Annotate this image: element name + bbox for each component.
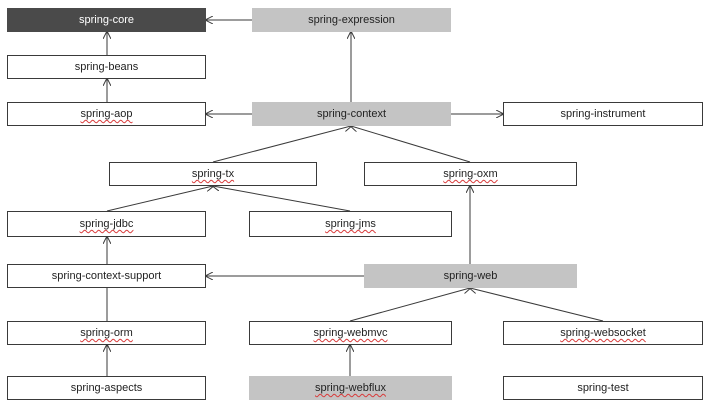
arrow-spring-oxm-to-spring-context	[351, 126, 471, 163]
node-label: spring-core	[78, 14, 135, 26]
node-spring-core[interactable]: spring-core	[7, 8, 206, 32]
node-label: spring-webmvc	[313, 327, 388, 339]
node-spring-oxm[interactable]: spring-oxm	[364, 162, 577, 186]
node-label: spring-instrument	[560, 108, 646, 120]
node-spring-context[interactable]: spring-context	[252, 102, 451, 126]
node-spring-jms[interactable]: spring-jms	[249, 211, 452, 237]
node-spring-instrument[interactable]: spring-instrument	[503, 102, 703, 126]
node-label: spring-web	[443, 270, 498, 282]
node-spring-tx[interactable]: spring-tx	[109, 162, 317, 186]
node-spring-aspects[interactable]: spring-aspects	[7, 376, 206, 400]
node-label: spring-tx	[191, 168, 235, 180]
node-spring-webflux[interactable]: spring-webflux	[249, 376, 452, 400]
node-spring-web[interactable]: spring-web	[364, 264, 577, 288]
node-label: spring-websocket	[560, 327, 646, 339]
node-label: spring-oxm	[443, 168, 498, 180]
arrow-spring-websocket-to-spring-web	[470, 288, 604, 322]
node-label: spring-webflux	[315, 382, 386, 394]
node-label: spring-context-support	[51, 270, 162, 282]
arrow-spring-jdbc-to-spring-tx	[106, 186, 213, 212]
node-spring-orm[interactable]: spring-orm	[7, 321, 206, 345]
node-label: spring-context	[316, 108, 387, 120]
node-label: spring-jms	[325, 218, 376, 230]
node-label: spring-beans	[74, 61, 139, 73]
node-label: spring-jdbc	[79, 218, 134, 230]
node-spring-aop[interactable]: spring-aop	[7, 102, 206, 126]
node-spring-jdbc[interactable]: spring-jdbc	[7, 211, 206, 237]
node-spring-webmvc[interactable]: spring-webmvc	[249, 321, 452, 345]
arrow-spring-jms-to-spring-tx	[213, 186, 351, 212]
node-spring-expression[interactable]: spring-expression	[252, 8, 451, 32]
node-label: spring-aspects	[70, 382, 143, 394]
node-spring-test[interactable]: spring-test	[503, 376, 703, 400]
arrow-spring-webmvc-to-spring-web	[349, 288, 470, 322]
node-label: spring-test	[577, 382, 629, 394]
node-label: spring-orm	[80, 327, 133, 339]
arrow-spring-tx-to-spring-context	[212, 126, 351, 163]
node-label: spring-expression	[308, 14, 395, 26]
node-spring-websocket[interactable]: spring-websocket	[503, 321, 703, 345]
node-spring-beans[interactable]: spring-beans	[7, 55, 206, 79]
node-label: spring-aop	[80, 108, 133, 120]
node-spring-context-support[interactable]: spring-context-support	[7, 264, 206, 288]
